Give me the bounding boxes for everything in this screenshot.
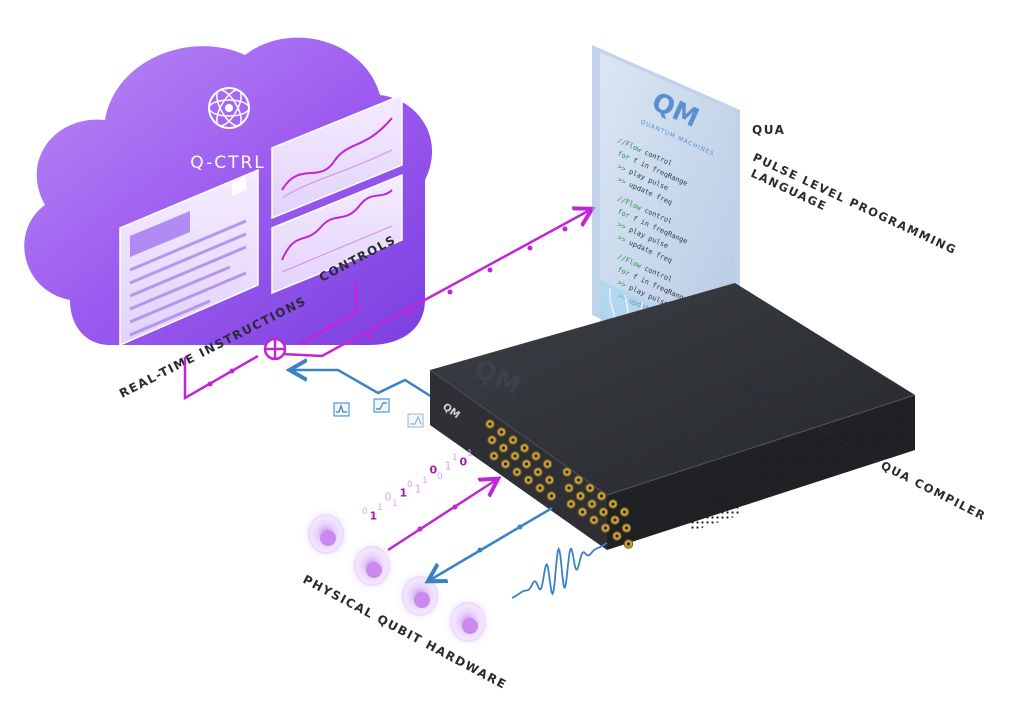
qubit-icon: [300, 506, 352, 562]
binary-bit: 1: [392, 499, 398, 509]
controls-panel-top: [271, 93, 403, 220]
front-vent: [690, 488, 740, 532]
pulse-icon: [333, 402, 350, 417]
code-keyword: >>: [616, 221, 627, 232]
binary-bit: 1: [400, 487, 408, 500]
device-top: [430, 283, 915, 495]
cloud-name: Q-CTRL: [190, 153, 266, 173]
ramp-icon: [407, 413, 424, 428]
side-vent: [755, 411, 905, 489]
control-signal-path: [183, 210, 590, 401]
binary-bit: 1: [452, 453, 458, 463]
binary-bit: 0: [385, 491, 392, 504]
qua-compiler-label: QUA COMPILER: [879, 458, 989, 523]
code-keyword: >>: [616, 163, 627, 174]
binary-bit: 1: [422, 476, 428, 486]
step-icon: [373, 398, 390, 413]
q-ctrl-cloud: Q-CTRL: [0, 0, 433, 347]
binary-bit: 0: [362, 507, 368, 517]
device-front: [430, 370, 607, 550]
summing-junction-icon: [263, 337, 287, 361]
binary-bit: 1: [445, 460, 452, 473]
code-keyword: >>: [616, 176, 627, 187]
feedback-signal-path: [292, 370, 441, 428]
real-time-instructions-document: [0, 0, 259, 347]
code-keyword: >>: [616, 279, 627, 290]
readout-waveform: [511, 542, 608, 599]
drive-signal-arrow: [387, 480, 496, 552]
binary-bit: 1: [377, 503, 383, 513]
controls-panel-bottom: [271, 173, 403, 295]
qua-title: QUA: [752, 123, 785, 137]
rf-port-grid: [485, 419, 634, 549]
document-header-bar: [0, 0, 1, 1]
binary-bit: 1: [467, 449, 473, 459]
q-ctrl-logo-icon: [208, 87, 250, 129]
binary-bit: 0: [437, 472, 443, 482]
binary-bit: 1: [415, 483, 422, 496]
qm-controller-device: QM QM: [429, 283, 916, 550]
binary-bit: 1: [370, 510, 378, 523]
compiler-pointer-line: [741, 384, 879, 463]
binary-bit: 0: [407, 480, 413, 490]
readout-signal-arrow: [430, 506, 553, 580]
binary-bit: 0: [460, 456, 468, 469]
binary-bit: 0: [430, 464, 438, 477]
code-keyword: >>: [616, 234, 627, 245]
qubit-hardware: [300, 506, 494, 650]
qua-subtitle-line1: PULSE LEVEL PROGRAMMING: [751, 150, 959, 257]
qubit-icon: [442, 594, 494, 650]
qubit-icon: [346, 538, 398, 594]
